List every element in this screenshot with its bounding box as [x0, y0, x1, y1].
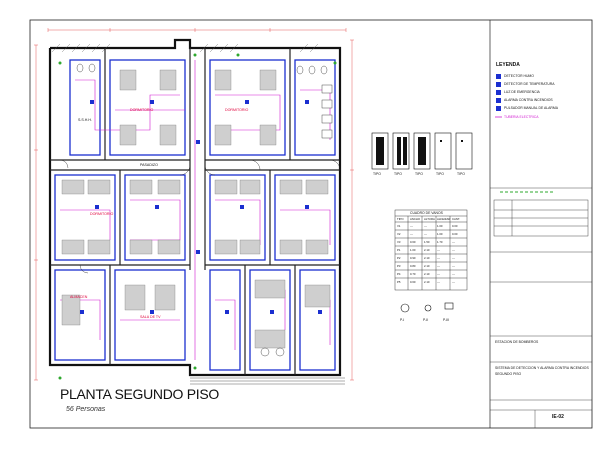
- drawing-title: PLANTA SEGUNDO PISO: [60, 386, 219, 402]
- door-schedule-cell: 0.00: [452, 232, 458, 236]
- elevation-label-2: TIPO: [394, 172, 402, 176]
- door-schedule-cell: ---: [437, 280, 440, 284]
- door-schedule-cell: 0.60: [410, 240, 416, 244]
- door-schedule-cell: ---: [424, 224, 427, 228]
- exterior-steps: [190, 377, 345, 385]
- door-schedule-cell: 0.00: [452, 224, 458, 228]
- door-schedule-cell: 2.10: [424, 248, 430, 252]
- title-block-project: ESTACION DE BOMBEROS: [495, 340, 539, 344]
- legend-item-1: DETECTOR HUMO: [504, 74, 534, 78]
- symbol-label-3: P-III: [443, 318, 450, 322]
- door-schedule-cell: P1: [397, 248, 401, 252]
- elevation-label-5: TIPO: [457, 172, 465, 176]
- door-schedule-cell: 0.90: [410, 256, 416, 260]
- door-schedule-cell: 2.10: [424, 272, 430, 276]
- door-schedule-cell: 1.00: [410, 248, 416, 252]
- furniture-blocks: [61, 69, 331, 349]
- interior-walls: [50, 48, 340, 375]
- room-label-tv: SALA DE TV: [140, 315, 161, 319]
- room-label-dorm-2: DORMITORIO: [225, 108, 249, 112]
- door-col-2: ANCHO: [410, 217, 421, 221]
- legend-item-2: DETECTOR DE TEMPERATURA: [504, 82, 555, 86]
- legend-heading: LEYENDA: [496, 62, 520, 68]
- door-elevation-fills: [376, 137, 463, 165]
- door-schedule-cell: ---: [410, 224, 413, 228]
- symbol-row: [400, 302, 454, 313]
- legend-item-5: PULSADOR MANUAL DE ALARMA: [504, 106, 558, 110]
- title-block-desc: SISTEMA DE DETECCION Y ALARMA CONTRA INC…: [495, 366, 589, 370]
- green-devices: [58, 53, 337, 380]
- door-schedule-cell: ---: [424, 232, 427, 236]
- door-schedule-cell: 2.10: [424, 256, 430, 260]
- door-schedule-cell: 2.10: [424, 280, 430, 284]
- door-schedule-cell: ---: [452, 280, 455, 284]
- door-schedule-cell: ---: [437, 264, 440, 268]
- door-schedule-cell: 2.10: [424, 264, 430, 268]
- door-schedule-cell: ---: [437, 272, 440, 276]
- door-schedule-cell: V1: [397, 224, 401, 228]
- title-block-sheet-no: IE-02: [552, 414, 564, 420]
- room-label-dorm-1: DORMITORIO: [130, 108, 154, 112]
- blue-zone-outlines: [54, 59, 336, 371]
- dimension-lines: [34, 28, 354, 381]
- legend-symbols: [495, 74, 502, 118]
- door-col-3: ALTURA: [424, 217, 435, 221]
- door-schedule-cell: 1.50: [424, 240, 430, 244]
- door-schedule-cell: 1.70: [437, 240, 443, 244]
- door-schedule-cell: P5: [397, 280, 401, 284]
- room-label-ssHH: S.S.H.H.: [78, 118, 92, 122]
- symbol-label-2: P-II: [423, 318, 429, 322]
- door-schedule-cell: ---: [452, 272, 455, 276]
- door-col-5: CANT.: [452, 217, 461, 221]
- door-col-1: TIPO: [397, 217, 404, 221]
- door-schedule-cell: 1.00: [437, 232, 443, 236]
- sanitary-fixtures: [76, 63, 333, 357]
- door-schedule-table: [394, 209, 468, 291]
- door-schedule-cell: P2: [397, 256, 401, 260]
- title-block-grid: [490, 187, 592, 428]
- door-schedule-cell: ---: [437, 248, 440, 252]
- legend-item-6: TUBERIA ELECTRICA: [504, 115, 539, 119]
- symbol-label-1: P-I: [400, 318, 405, 322]
- door-schedule-cell: V3: [397, 240, 401, 244]
- door-schedule-cell: P4: [397, 272, 401, 276]
- legend-item-4: ALARMA CONTRA INCENDIOS: [504, 98, 553, 102]
- door-schedule-cell: ---: [410, 232, 413, 236]
- door-schedule-cell: V2: [397, 232, 401, 236]
- room-label-hall: PASADIZO: [140, 163, 158, 167]
- door-col-4: ALFEIZAR: [437, 217, 451, 221]
- wall-hatch: [51, 43, 319, 53]
- door-schedule-cell: 0.80: [410, 264, 416, 268]
- door-schedule-cell: ---: [452, 240, 455, 244]
- door-schedule-cell: P3: [397, 264, 401, 268]
- door-schedule-cell: ---: [452, 256, 455, 260]
- legend-item-3: LUZ DE EMERGENCIA: [504, 90, 540, 94]
- blue-detectors: [80, 100, 322, 314]
- exterior-walls: [48, 38, 342, 377]
- door-swings: [59, 159, 341, 274]
- elevation-label-1: TIPO: [373, 172, 381, 176]
- door-schedule-cell: 0.60: [410, 280, 416, 284]
- room-label-dorm-3: DORMITORIO: [90, 212, 114, 216]
- title-block-plan: SEGUNDO PISO: [495, 372, 522, 376]
- room-label-store: ALMACEN: [70, 295, 88, 299]
- elevation-label-4: TIPO: [436, 172, 444, 176]
- door-schedule-cell: ---: [437, 256, 440, 260]
- door-schedule-cell: ---: [452, 248, 455, 252]
- door-schedule-cell: 1.00: [437, 224, 443, 228]
- door-schedule-cell: ---: [452, 264, 455, 268]
- elevation-label-3: TIPO: [415, 172, 423, 176]
- door-schedule-cell: 0.70: [410, 272, 416, 276]
- sheet-border: [29, 19, 593, 429]
- door-schedule-heading: CUADRO DE VANOS: [410, 211, 443, 215]
- drawing-subtitle: 56 Personas: [66, 406, 106, 413]
